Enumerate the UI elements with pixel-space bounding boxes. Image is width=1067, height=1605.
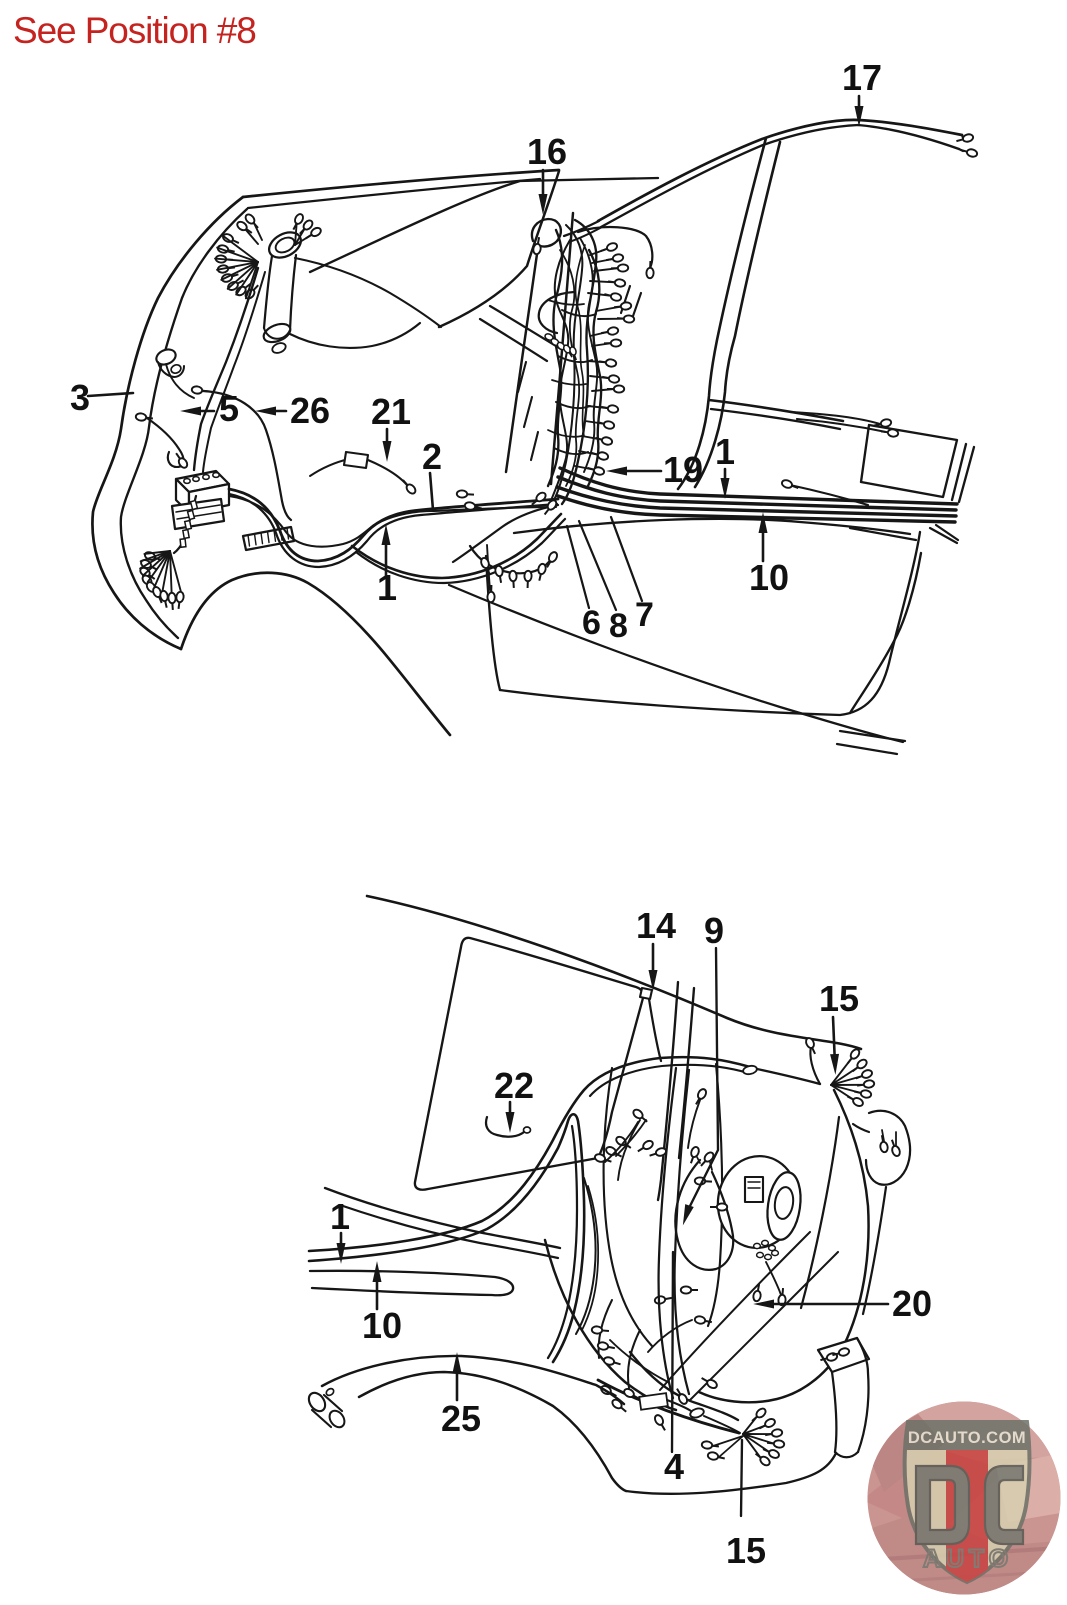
svg-text:21: 21 — [371, 391, 411, 432]
svg-text:25: 25 — [441, 1398, 481, 1439]
svg-text:4: 4 — [664, 1446, 684, 1487]
svg-text:16: 16 — [527, 131, 567, 172]
svg-text:8: 8 — [609, 607, 628, 645]
svg-text:19: 19 — [663, 449, 703, 490]
svg-text:See Position #8: See Position #8 — [13, 10, 256, 51]
svg-text:20: 20 — [892, 1283, 932, 1324]
svg-text:6: 6 — [582, 604, 601, 642]
svg-text:9: 9 — [704, 910, 724, 951]
svg-text:5: 5 — [219, 388, 239, 429]
svg-text:10: 10 — [749, 557, 789, 598]
svg-text:15: 15 — [819, 978, 859, 1019]
svg-text:3: 3 — [70, 377, 90, 418]
svg-text:14: 14 — [636, 905, 676, 946]
svg-text:15: 15 — [726, 1530, 766, 1571]
svg-text:1: 1 — [715, 431, 735, 472]
svg-text:26: 26 — [290, 390, 330, 431]
svg-text:7: 7 — [635, 596, 654, 634]
svg-text:22: 22 — [494, 1065, 534, 1106]
svg-text:10: 10 — [362, 1305, 402, 1346]
svg-text:17: 17 — [842, 57, 882, 98]
svg-text:AUTO: AUTO — [923, 1545, 1013, 1573]
svg-text:2: 2 — [422, 436, 442, 477]
svg-text:1: 1 — [330, 1196, 350, 1237]
svg-text:DCAUTO.COM: DCAUTO.COM — [908, 1429, 1026, 1447]
